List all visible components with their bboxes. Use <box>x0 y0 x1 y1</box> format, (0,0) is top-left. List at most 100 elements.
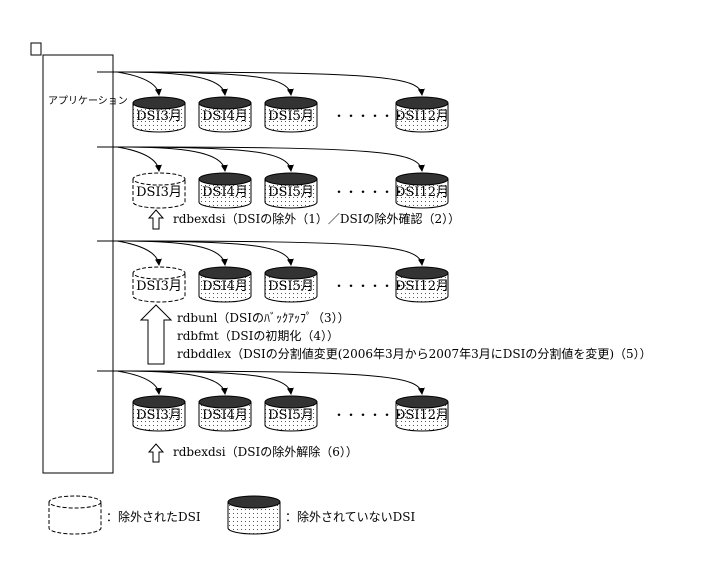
access-arrow <box>117 146 294 172</box>
cylinder-body <box>132 273 186 303</box>
cylinder-top <box>264 266 318 280</box>
dsi-cylinder: DSI3月 <box>132 395 186 432</box>
dsi-row: DSI3月 DSI4月 DSI5月 DSI12月・・・・・・ <box>97 71 449 133</box>
cylinder-body <box>132 402 186 432</box>
cylinder-top <box>132 266 186 280</box>
legend-excluded-symbol <box>48 495 102 535</box>
cylinder-body <box>395 179 449 209</box>
cylinder-top <box>395 96 449 110</box>
dsi-label: DSI3月 <box>136 279 182 294</box>
dsi-label: DSI4月 <box>202 109 248 124</box>
dsi-row: DSI3月 DSI4月 DSI5月 DSI12月・・・・・・ <box>97 240 449 303</box>
dsi-label: DSI5月 <box>268 408 314 423</box>
dsi-cylinder: DSI12月 <box>395 96 449 133</box>
cylinder-top <box>395 172 449 186</box>
dsi-label: DSI3月 <box>136 408 182 423</box>
step-backup-text: rdbunl（DSIのﾊﾞｯｸｱｯﾌﾟ（3）） <box>177 311 350 325</box>
step-partition-change-text: rdbddlex（DSIの分割値変更(2006年3月から2007年3月にDSIの… <box>177 346 652 361</box>
dsi-label: DSI12月 <box>395 109 449 124</box>
cylinder-body <box>264 273 318 303</box>
access-arrow <box>117 146 425 172</box>
ellipsis: ・・・・・・ <box>333 279 405 293</box>
cylinder-top <box>264 172 318 186</box>
legend-active-symbol <box>227 495 281 535</box>
access-arrow <box>117 71 425 96</box>
cylinder-body <box>198 402 252 432</box>
step-exclude: rdbexdsi（DSIの除外（1）／DSIの除外確認（2）） <box>147 209 460 230</box>
dsi-cylinder: DSI12月 <box>395 266 449 303</box>
step-exclude-text: rdbexdsi（DSIの除外（1）／DSIの除外確認（2）） <box>173 211 460 226</box>
dsi-label: DSI12月 <box>395 279 449 294</box>
access-arrow <box>117 370 425 395</box>
access-arrow <box>117 240 162 266</box>
application-handle <box>30 42 42 56</box>
legend-excluded-label: ：除外されたDSI <box>106 509 201 524</box>
access-arrow <box>117 240 425 266</box>
dsi-cylinder: DSI4月 <box>198 395 252 432</box>
dsi-label: DSI3月 <box>136 185 182 200</box>
cylinder-top <box>132 172 186 186</box>
dsi-cylinder: DSI3月 <box>132 96 186 133</box>
cylinder-top <box>395 266 449 280</box>
dsi-label: DSI4月 <box>202 279 248 294</box>
cylinder-top <box>395 395 449 409</box>
step-format-text: rdbfmt（DSIの初期化（4）） <box>177 329 339 343</box>
cylinder-body <box>132 103 186 133</box>
dsi-cylinder: DSI12月 <box>395 395 449 432</box>
legend-not-excluded-label: ：除外されていないDSI <box>285 509 415 524</box>
cylinder-body <box>395 273 449 303</box>
ellipsis: ・・・・・・ <box>333 185 405 199</box>
cylinder-body <box>198 179 252 209</box>
cylinder-body <box>264 402 318 432</box>
access-arrow <box>117 370 162 395</box>
dsi-cylinder: DSI5月 <box>264 395 318 432</box>
cylinder-top <box>264 96 318 110</box>
up-arrow-icon <box>147 209 165 230</box>
step-release: rdbexdsi（DSIの除外解除（6）） <box>147 443 358 463</box>
cylinder-top <box>198 395 252 409</box>
up-arrow-icon <box>147 443 165 463</box>
cylinder-top <box>198 172 252 186</box>
dsi-cylinder: DSI4月 <box>198 172 252 209</box>
cylinder-top <box>132 395 186 409</box>
access-arrow <box>117 146 162 172</box>
ellipsis: ・・・・・・ <box>333 408 405 422</box>
cylinder-top <box>198 96 252 110</box>
dsi-label: DSI5月 <box>268 279 314 294</box>
dsi-row: DSI3月 DSI4月 DSI5月 DSI12月・・・・・・ <box>97 146 449 209</box>
dsi-cylinder: DSI5月 <box>264 266 318 303</box>
dsi-label: DSI12月 <box>395 185 449 200</box>
cylinder-body <box>395 402 449 432</box>
application-box <box>42 54 114 474</box>
dsi-label: DSI4月 <box>202 408 248 423</box>
ellipsis: ・・・・・・ <box>333 109 405 123</box>
dsi-cylinder: DSI5月 <box>264 172 318 209</box>
cylinder-body <box>198 273 252 303</box>
dsi-excluded-cylinder: DSI3月 <box>132 172 186 209</box>
dsi-cylinder: DSI4月 <box>198 266 252 303</box>
dsi-row: DSI3月 DSI4月 DSI5月 DSI12月・・・・・・ <box>97 370 449 432</box>
cylinder-body <box>132 179 186 209</box>
dsi-label: DSI5月 <box>268 109 314 124</box>
access-arrow <box>117 370 294 395</box>
access-arrow <box>117 71 162 96</box>
cylinder-body <box>264 103 318 133</box>
legend: ：除外されたDSI ：除外されていないDSI <box>48 495 415 535</box>
large-up-arrow-icon <box>139 304 173 365</box>
dsi-cylinder: DSI12月 <box>395 172 449 209</box>
cylinder-body <box>264 179 318 209</box>
cylinder-body <box>395 103 449 133</box>
dsi-label: DSI4月 <box>202 185 248 200</box>
cylinder-body <box>198 103 252 133</box>
access-arrow <box>117 71 294 96</box>
step-release-text: rdbexdsi（DSIの除外解除（6）） <box>173 444 358 459</box>
dsi-label: DSI5月 <box>268 185 314 200</box>
dsi-cylinder: DSI5月 <box>264 96 318 133</box>
step-backup-reinit: rdbunl（DSIのﾊﾞｯｸｱｯﾌﾟ（3）） rdbfmt（DSIの初期化（4… <box>139 304 652 365</box>
access-arrow <box>117 240 294 266</box>
dsi-cylinder: DSI4月 <box>198 96 252 133</box>
cylinder-top <box>132 96 186 110</box>
cylinder-top <box>264 395 318 409</box>
